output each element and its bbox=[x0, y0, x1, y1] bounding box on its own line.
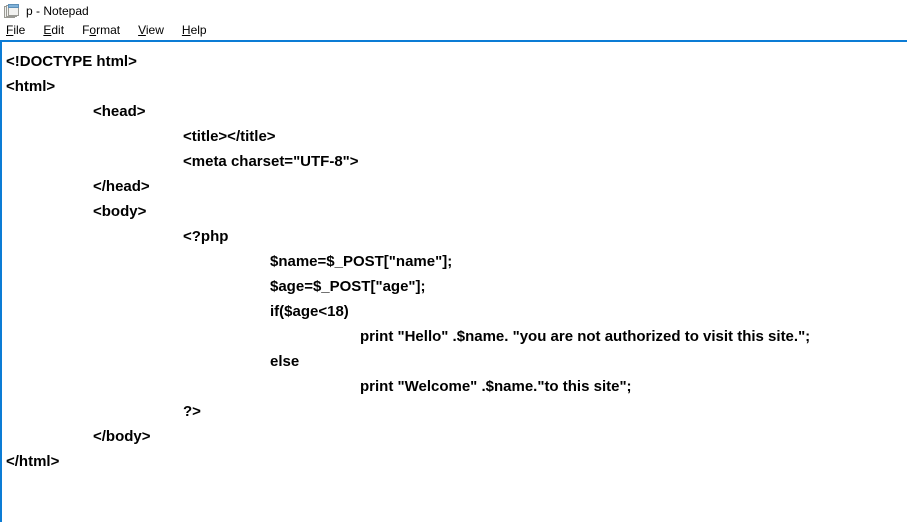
menu-accesskey: H bbox=[181, 23, 191, 37]
menu-item-help[interactable]: Help bbox=[181, 23, 207, 37]
code-line: <meta charset="UTF-8"> bbox=[183, 153, 359, 170]
menu-accesskey: E bbox=[43, 23, 52, 37]
code-line: <body> bbox=[93, 203, 147, 220]
code-line: </head> bbox=[93, 178, 150, 195]
title-bar: p - Notepad bbox=[0, 0, 907, 21]
code-line: else bbox=[270, 353, 300, 370]
menu-item-file[interactable]: File bbox=[6, 23, 26, 37]
code-line: </body> bbox=[93, 428, 151, 445]
code-line: print "Welcome" .$name."to this site"; bbox=[360, 378, 632, 395]
code-line: <html> bbox=[6, 78, 56, 95]
window-title: p - Notepad bbox=[26, 3, 89, 18]
code-line: print "Hello" .$name. "you are not autho… bbox=[360, 328, 811, 345]
code-line: </html> bbox=[6, 453, 60, 470]
menu-accesskey: F bbox=[6, 23, 14, 37]
code-line: $age=$_POST["age"]; bbox=[270, 278, 426, 295]
text-area[interactable]: <!DOCTYPE html> <html> <head> <title></titl… bbox=[2, 42, 907, 522]
code-line: <!DOCTYPE html> bbox=[6, 53, 137, 70]
notepad-icon bbox=[4, 3, 20, 19]
menu-bar: File Edit Format View Help bbox=[0, 21, 907, 40]
menu-accesskey: o bbox=[89, 23, 97, 37]
menu-accesskey: V bbox=[138, 23, 146, 37]
code-line: ?> bbox=[183, 403, 201, 420]
menu-item-view[interactable]: View bbox=[138, 23, 164, 37]
code-line: <?php bbox=[183, 228, 229, 245]
menu-item-format[interactable]: Format bbox=[82, 23, 121, 37]
text-area-container[interactable]: <!DOCTYPE html> <html> <head> <title></titl… bbox=[0, 40, 907, 522]
code-line: if($age<18) bbox=[270, 303, 349, 320]
code-line: <head> bbox=[93, 103, 146, 120]
code-line: $name=$_POST["name"]; bbox=[270, 253, 453, 270]
code-line: <title></title> bbox=[183, 128, 276, 145]
menu-item-edit[interactable]: Edit bbox=[43, 23, 65, 37]
